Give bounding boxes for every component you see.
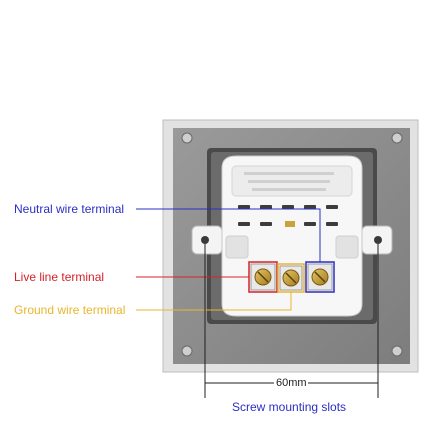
ground-leader-line (136, 292, 292, 311)
neutral-leader-line (136, 208, 321, 262)
dimension-label: 60mm (276, 377, 307, 389)
corner-screw-icon (181, 345, 193, 357)
slots-label: Screw mounting slots (232, 400, 347, 414)
corner-screw-icon (181, 132, 193, 144)
vent-slots (238, 205, 338, 226)
mounting-slot-left-icon (201, 236, 209, 244)
corner-screw-icon (391, 132, 403, 144)
mounting-slot-right-icon (374, 236, 382, 244)
live-label: Live line terminal (14, 270, 105, 284)
side-pocket (225, 235, 249, 259)
neutral-label: Neutral wire terminal (14, 202, 125, 216)
ground-label: Ground wire terminal (14, 303, 126, 317)
molded-text (244, 172, 334, 191)
side-pocket (335, 235, 359, 259)
corner-screw-icon (391, 345, 403, 357)
brass-contact (285, 221, 295, 227)
